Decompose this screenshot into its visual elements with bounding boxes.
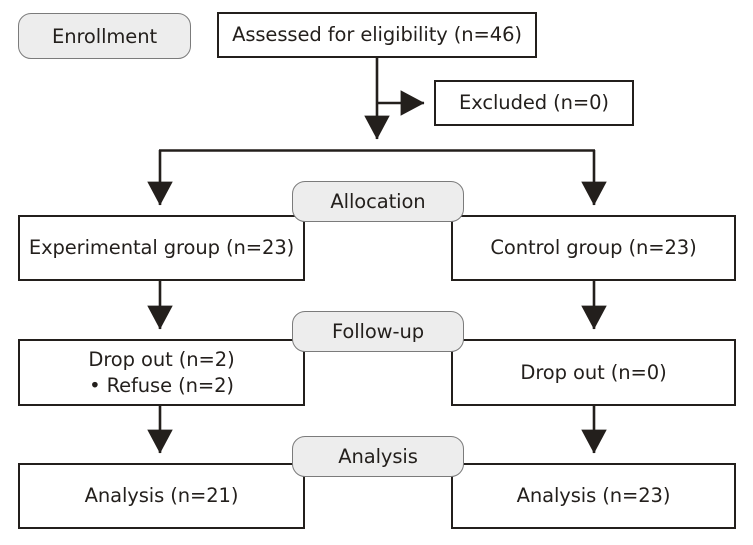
stage-label-allocation: Allocation [292, 181, 464, 222]
node-excluded: Excluded (n=0) [434, 80, 634, 126]
node-analysis-experimental-text: Analysis (n=21) [84, 484, 239, 508]
node-dropout-experimental-text: Drop out (n=2) • Refuse (n=2) [20, 347, 303, 398]
node-analysis-control: Analysis (n=23) [451, 463, 736, 529]
node-excluded-text: Excluded (n=0) [459, 91, 609, 115]
node-experimental-group-text: Experimental group (n=23) [28, 236, 295, 260]
stage-label-enrollment: Enrollment [18, 13, 191, 59]
stage-label-followup-text: Follow-up [331, 320, 425, 343]
node-experimental-group: Experimental group (n=23) [18, 215, 305, 281]
stage-label-analysis: Analysis [292, 436, 464, 477]
node-control-group: Control group (n=23) [451, 215, 736, 281]
node-control-group-text: Control group (n=23) [490, 236, 697, 260]
stage-label-analysis-text: Analysis [338, 445, 418, 468]
stage-label-allocation-text: Allocation [330, 190, 426, 213]
stage-label-followup: Follow-up [292, 311, 464, 352]
node-analysis-experimental: Analysis (n=21) [18, 463, 305, 529]
node-assessed-for-eligibility: Assessed for eligibility (n=46) [217, 12, 537, 58]
stage-label-enrollment-text: Enrollment [51, 24, 158, 48]
node-dropout-experimental-line2: • Refuse (n=2) [89, 373, 234, 397]
node-assessed-text: Assessed for eligibility (n=46) [232, 23, 522, 47]
node-dropout-control: Drop out (n=0) [451, 339, 736, 406]
node-dropout-control-text: Drop out (n=0) [520, 360, 667, 384]
node-dropout-experimental: Drop out (n=2) • Refuse (n=2) [18, 339, 305, 406]
node-analysis-control-text: Analysis (n=23) [516, 484, 671, 508]
node-dropout-experimental-line1: Drop out (n=2) [88, 347, 235, 371]
